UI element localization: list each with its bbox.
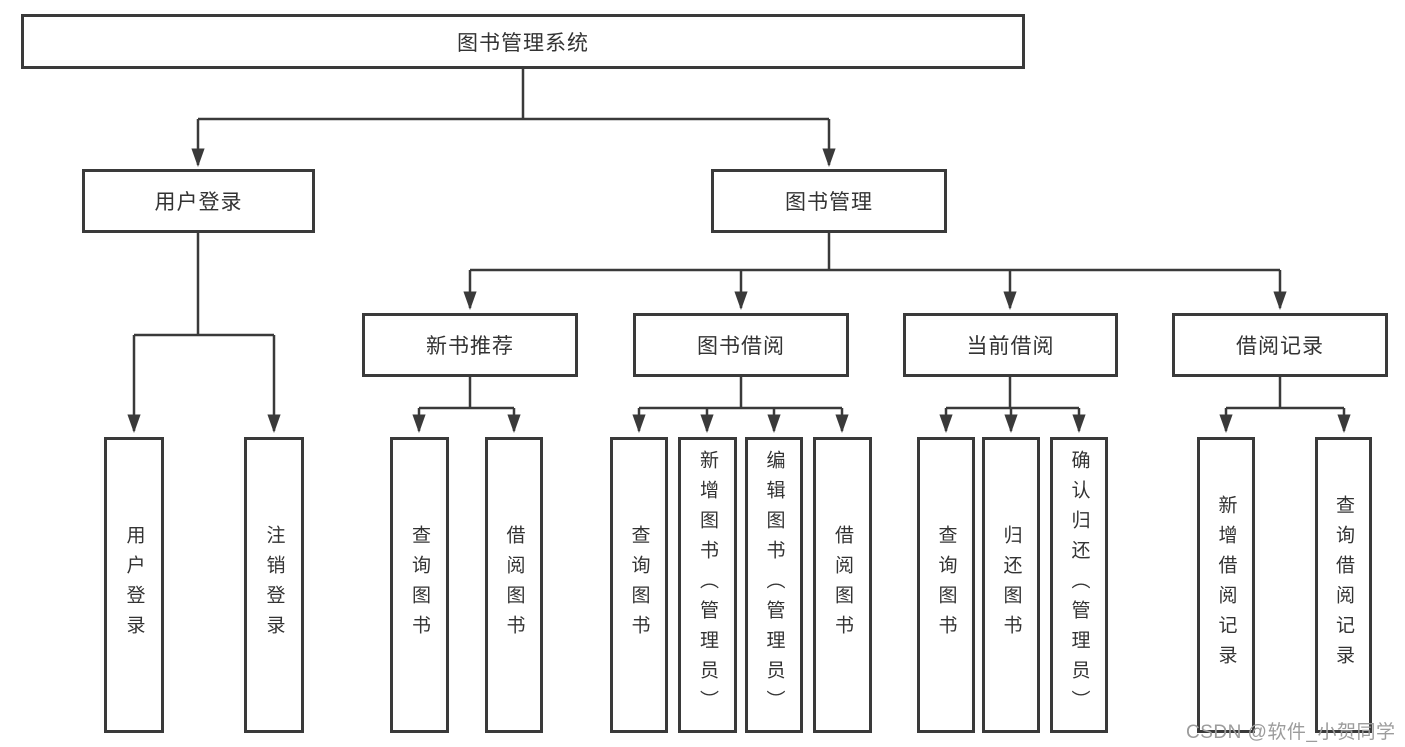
leaf-confirm-return-admin: 确认归还（管理员） xyxy=(1050,437,1108,733)
leaf-borrow-books-a-label: 借阅图书 xyxy=(503,525,525,645)
leaf-confirm-return-admin-label: 确认归还（管理员） xyxy=(1068,450,1090,720)
leaf-query-books-c-label: 查询图书 xyxy=(935,525,957,645)
node-book-management-label: 图书管理 xyxy=(785,191,873,214)
leaf-query-books-a-label: 查询图书 xyxy=(409,525,430,645)
node-new-book-recommend-label: 新书推荐 xyxy=(426,335,514,358)
leaf-borrow-books-b: 借阅图书 xyxy=(813,437,872,733)
leaf-query-borrow-record-label: 查询借阅记录 xyxy=(1333,495,1354,675)
node-library-system: 图书管理系统 xyxy=(21,14,1025,69)
node-book-borrowing-label: 图书借阅 xyxy=(697,335,785,358)
node-library-system-label: 图书管理系统 xyxy=(457,31,589,55)
node-borrowing-records: 借阅记录 xyxy=(1172,313,1388,377)
leaf-user-login: 用户登录 xyxy=(104,437,164,733)
leaf-edit-book-admin-label: 编辑图书（管理员） xyxy=(763,450,785,720)
leaf-borrow-books-b-label: 借阅图书 xyxy=(832,525,853,645)
leaf-user-login-label: 用户登录 xyxy=(123,525,145,645)
node-book-borrowing: 图书借阅 xyxy=(633,313,849,377)
leaf-add-book-admin-label: 新增图书（管理员） xyxy=(697,450,718,720)
node-user-login-label: 用户登录 xyxy=(154,191,243,214)
leaf-return-books: 归还图书 xyxy=(982,437,1040,733)
csdn-watermark: CSDN @软件_小贺同学 xyxy=(1186,722,1396,743)
leaf-return-books-label: 归还图书 xyxy=(1000,525,1022,645)
leaf-query-books-c: 查询图书 xyxy=(917,437,975,733)
leaf-query-borrow-record: 查询借阅记录 xyxy=(1315,437,1372,733)
leaf-add-borrow-record-label: 新增借阅记录 xyxy=(1215,495,1237,675)
leaf-query-books-b-label: 查询图书 xyxy=(628,525,650,645)
leaf-borrow-books-a: 借阅图书 xyxy=(485,437,543,733)
node-user-login: 用户登录 xyxy=(82,169,315,233)
leaf-query-books-a: 查询图书 xyxy=(390,437,449,733)
leaf-logout-label: 注销登录 xyxy=(263,525,285,645)
node-current-borrowing-label: 当前借阅 xyxy=(966,335,1055,358)
node-current-borrowing: 当前借阅 xyxy=(903,313,1118,377)
leaf-edit-book-admin: 编辑图书（管理员） xyxy=(745,437,803,733)
node-book-management: 图书管理 xyxy=(711,169,947,233)
leaf-logout: 注销登录 xyxy=(244,437,304,733)
leaf-query-books-b: 查询图书 xyxy=(610,437,668,733)
node-borrowing-records-label: 借阅记录 xyxy=(1236,335,1324,358)
leaf-add-book-admin: 新增图书（管理员） xyxy=(678,437,737,733)
node-new-book-recommend: 新书推荐 xyxy=(362,313,578,377)
leaf-add-borrow-record: 新增借阅记录 xyxy=(1197,437,1255,733)
